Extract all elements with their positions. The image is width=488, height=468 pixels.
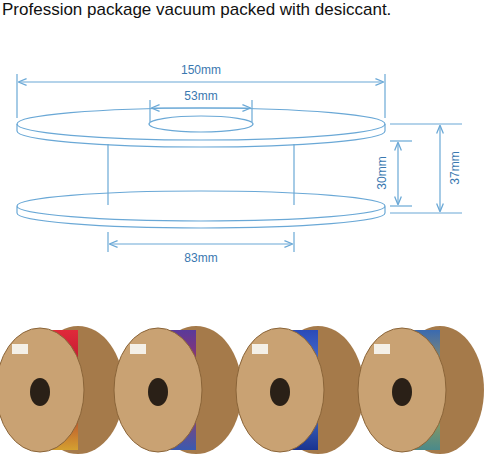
spool-photo	[0, 326, 124, 454]
dimension-label: 53mm	[182, 89, 219, 103]
dimension-label: 37mm	[448, 149, 462, 186]
dimension-label: 83mm	[182, 251, 219, 265]
spool-photo	[236, 326, 364, 454]
heading: Profession package vacuum packed with de…	[2, 0, 391, 20]
dimension-label: 30mm	[375, 154, 389, 191]
dimension-label: 150mm	[179, 63, 223, 77]
spool-photo	[358, 326, 484, 454]
spool-photo	[114, 326, 242, 454]
